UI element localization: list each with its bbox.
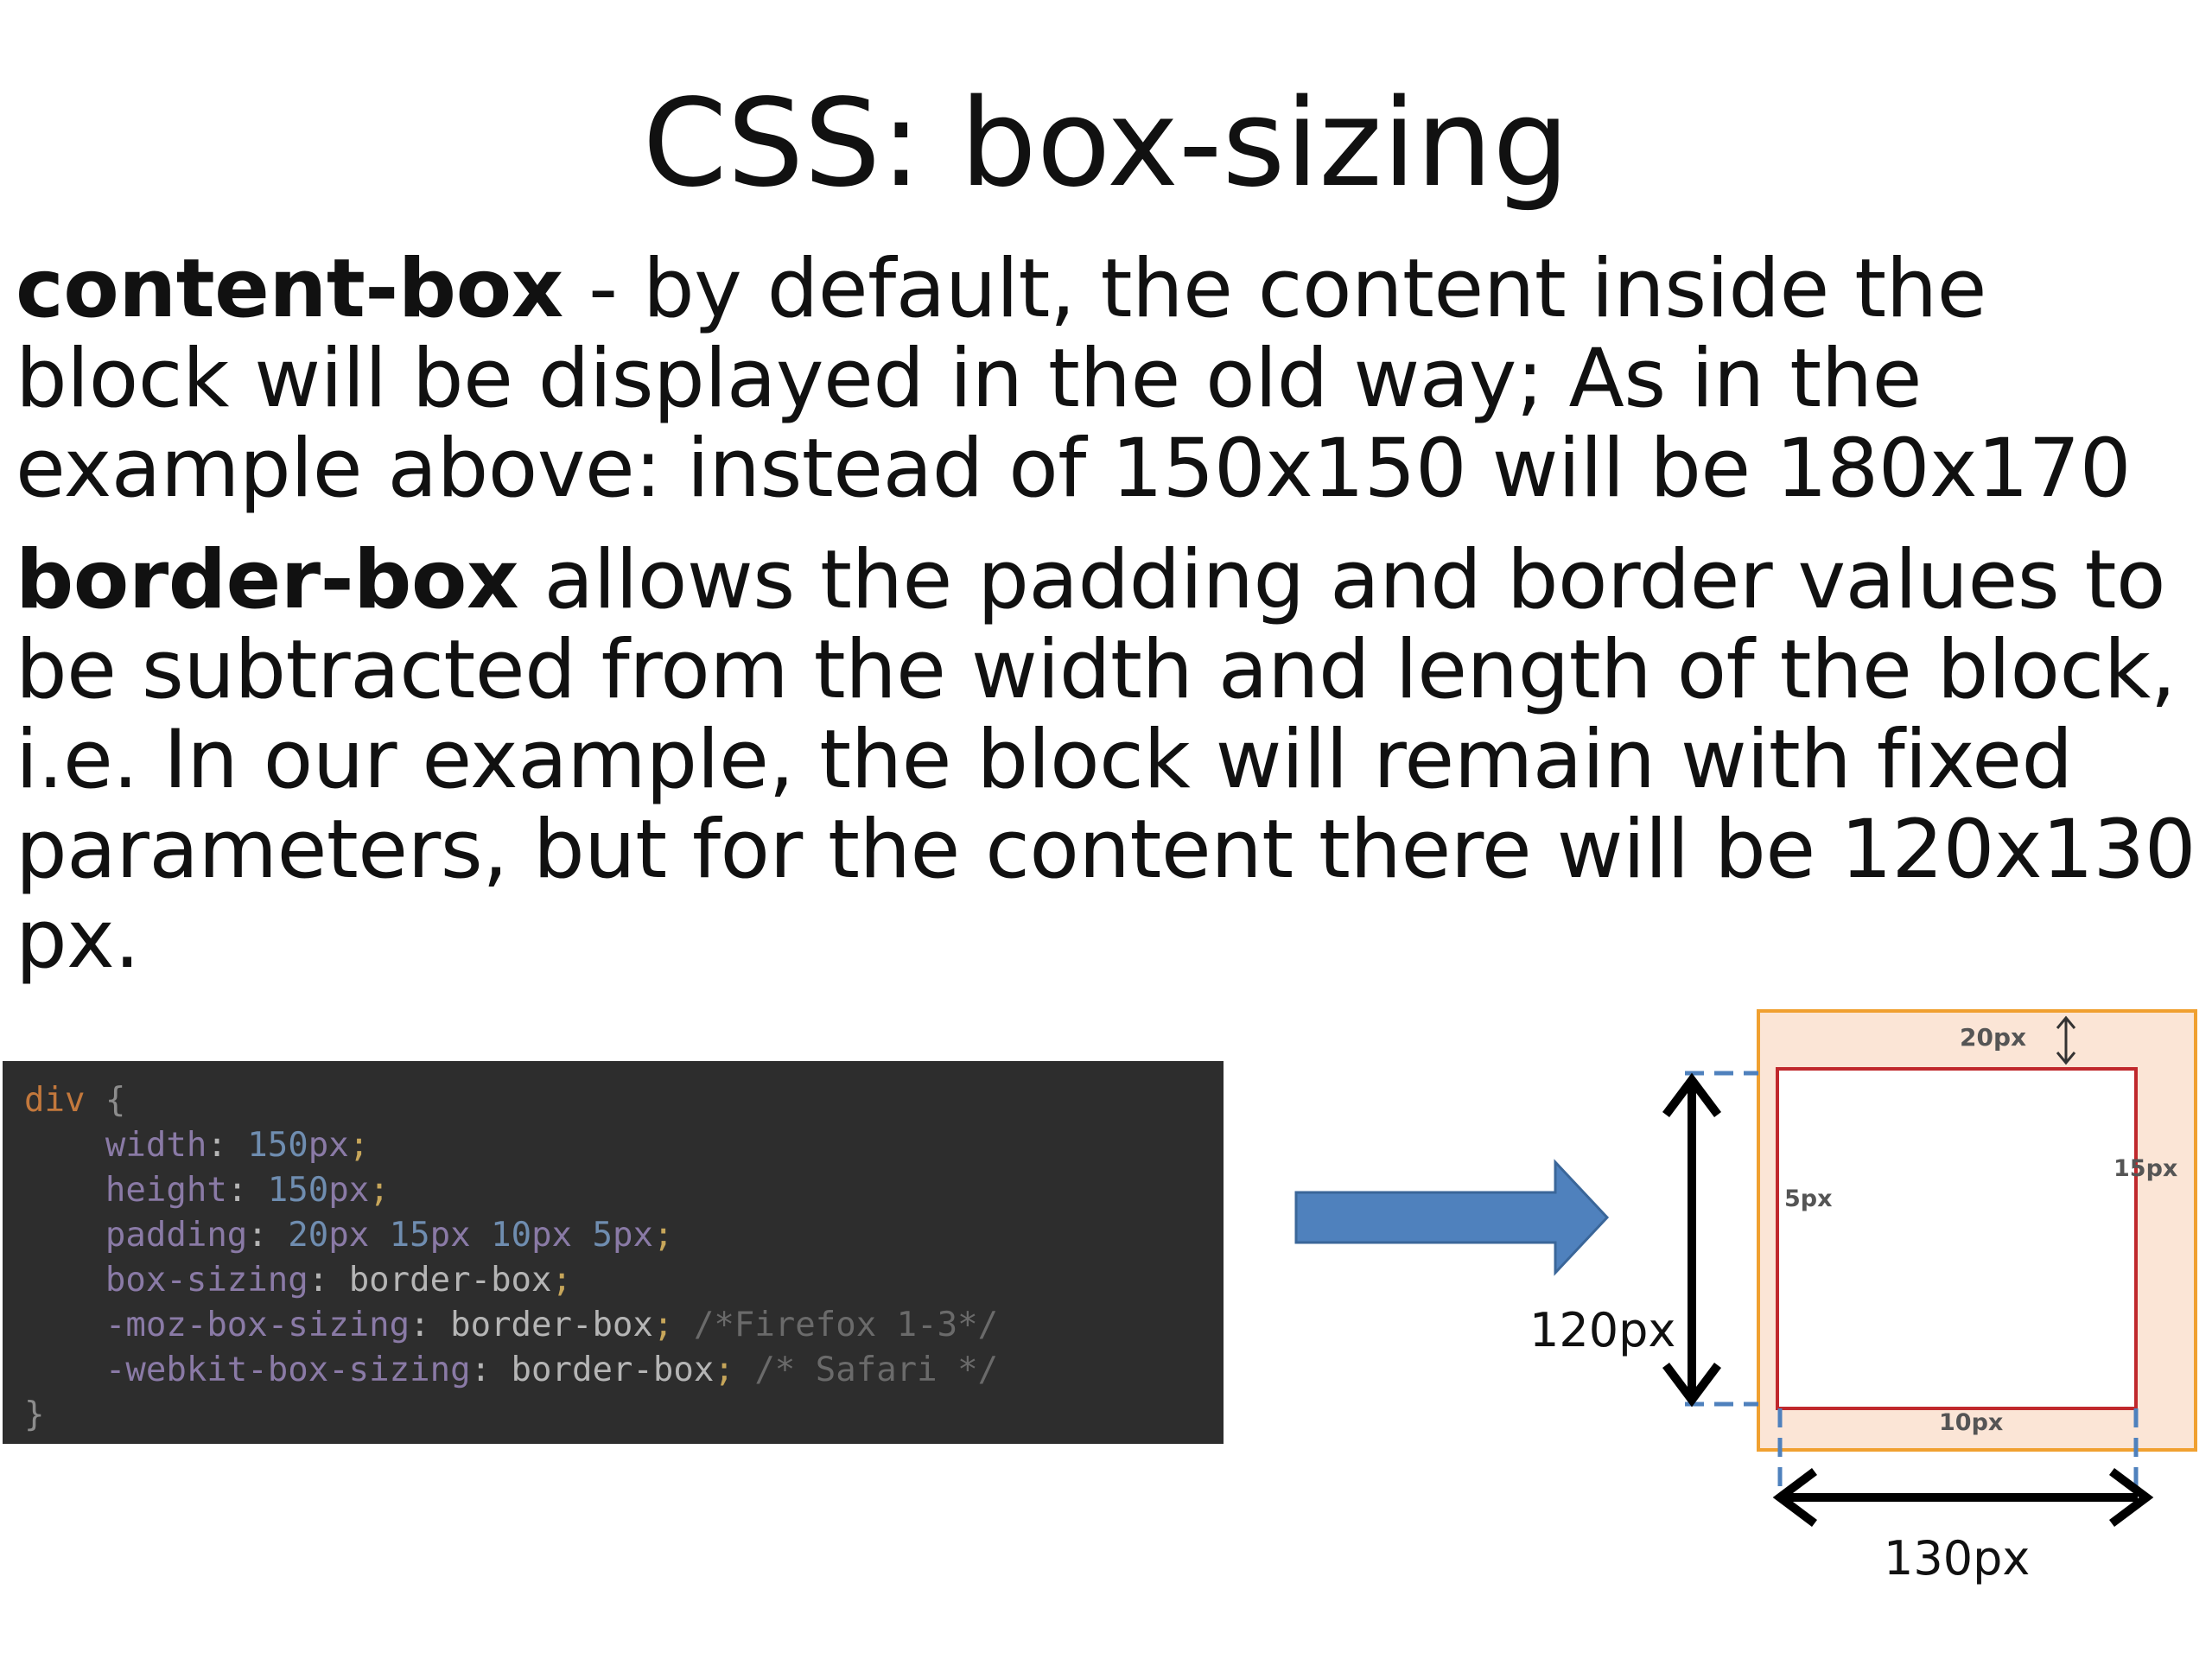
- code-token: /* Safari */: [754, 1351, 999, 1389]
- code-token: padding: [24, 1216, 248, 1255]
- code-token: ;: [348, 1126, 370, 1165]
- code-token: -webkit-box-sizing: [24, 1351, 471, 1389]
- code-token: }: [24, 1395, 45, 1434]
- code-line: -moz-box-sizing: border-box; /*Firefox 1…: [24, 1303, 1224, 1348]
- right-arrow-icon: [1294, 1159, 1610, 1276]
- code-line: div {: [24, 1078, 1224, 1123]
- code-line: box-sizing: border-box;: [24, 1258, 1224, 1303]
- code-line: width: 150px;: [24, 1123, 1224, 1168]
- code-line: }: [24, 1393, 1224, 1438]
- code-token: :: [470, 1351, 512, 1389]
- code-token: 15: [389, 1216, 430, 1255]
- code-token: px: [613, 1216, 653, 1255]
- border-box-description: allows the padding and border values to …: [16, 533, 2196, 987]
- code-token: px: [531, 1216, 593, 1255]
- code-token: px: [429, 1216, 492, 1255]
- code-token: width: [24, 1126, 207, 1165]
- code-token: px: [308, 1126, 349, 1165]
- code-token: {: [85, 1081, 126, 1120]
- code-token: px: [328, 1171, 370, 1210]
- top-padding-arrow-icon: [2056, 1015, 2076, 1065]
- code-token: -moz-box-sizing: [24, 1306, 410, 1344]
- height-double-arrow-icon: [1662, 1072, 1721, 1408]
- code-token: 10: [491, 1216, 532, 1255]
- code-token: box-sizing: [24, 1261, 308, 1300]
- code-token: div: [24, 1081, 86, 1120]
- code-line: height: 150px;: [24, 1168, 1224, 1213]
- code-token: :: [247, 1216, 289, 1255]
- code-token: 150: [267, 1171, 329, 1210]
- code-token: ;: [551, 1261, 572, 1300]
- code-token: :: [308, 1261, 349, 1300]
- code-token: border-box: [348, 1261, 552, 1300]
- content-box-paragraph: content-box - by default, the content in…: [16, 245, 2210, 514]
- padding-bottom-label: 10px: [1939, 1409, 2004, 1436]
- content-box-term: content-box: [16, 242, 563, 336]
- code-token: ;: [652, 1306, 694, 1344]
- css-code-block: div { width: 150px; height: 150px; paddi…: [3, 1061, 1224, 1444]
- border-box-paragraph: border-box allows the padding and border…: [16, 536, 2210, 985]
- content-width-label: 130px: [1884, 1531, 2031, 1586]
- padding-left-label: 5px: [1784, 1185, 1833, 1212]
- padding-top-label: 20px: [1960, 1023, 2027, 1052]
- code-token: border-box: [511, 1351, 715, 1389]
- code-token: 5: [592, 1216, 613, 1255]
- code-token: :: [410, 1306, 451, 1344]
- content-height-label: 120px: [1529, 1303, 1676, 1357]
- code-token: ;: [652, 1216, 674, 1255]
- code-line: -webkit-box-sizing: border-box; /* Safar…: [24, 1348, 1224, 1393]
- code-token: ;: [714, 1351, 755, 1389]
- padding-right-label: 15px: [2113, 1155, 2178, 1182]
- slide-title: CSS: box-sizing: [642, 73, 1570, 214]
- code-token: ;: [369, 1171, 390, 1210]
- code-token: /*Firefox 1-3*/: [693, 1306, 999, 1344]
- code-token: px: [328, 1216, 390, 1255]
- code-token: :: [207, 1126, 248, 1165]
- code-line: padding: 20px 15px 10px 5px;: [24, 1213, 1224, 1258]
- border-box-term: border-box: [16, 533, 519, 627]
- code-token: :: [226, 1171, 268, 1210]
- code-token: 150: [247, 1126, 308, 1165]
- content-box-description: - by default, the content inside the blo…: [16, 242, 2132, 516]
- width-double-arrow-icon: [1772, 1468, 2154, 1527]
- code-token: border-box: [450, 1306, 653, 1344]
- content-box: [1776, 1067, 2138, 1410]
- code-token: 20: [288, 1216, 329, 1255]
- code-token: height: [24, 1171, 227, 1210]
